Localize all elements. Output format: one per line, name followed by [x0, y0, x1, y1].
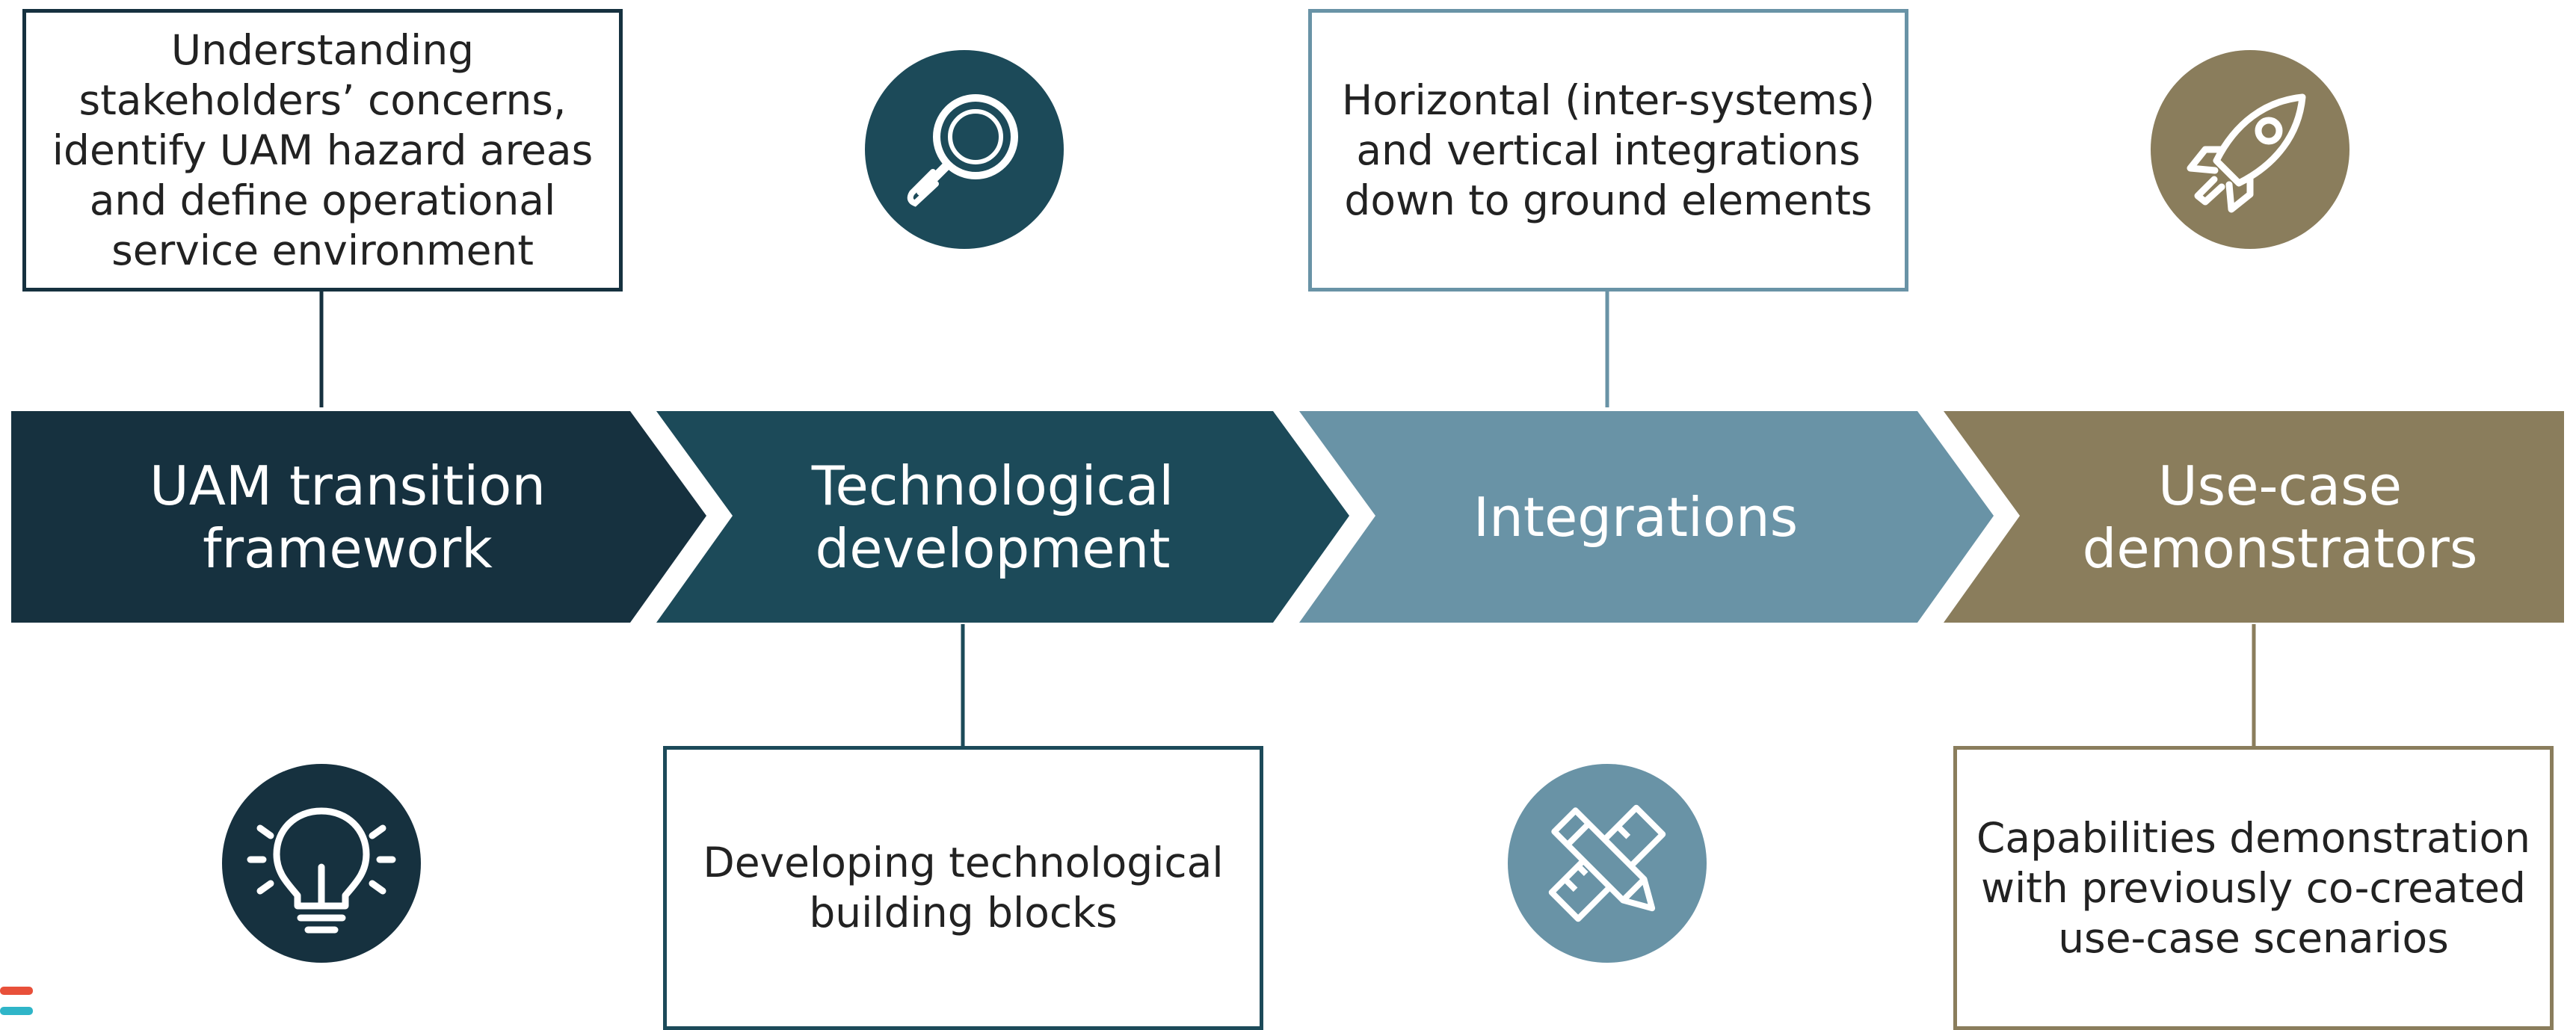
stage-arrow-3	[1299, 411, 1994, 623]
stage-arrow-2	[656, 411, 1349, 623]
note-text-3: Horizontal (inter-systems) and vertical …	[1341, 75, 1876, 224]
stage-label-4: Use-case demonstrators	[2082, 454, 2478, 580]
corner-mark-red	[0, 987, 33, 995]
note-text-2: Developing technological building blocks	[703, 839, 1224, 937]
stage-label-3: Integrations	[1473, 485, 1799, 549]
stage-arrow-1	[11, 411, 706, 623]
rocket-icon	[2187, 93, 2306, 213]
stage-label-2: Technological development	[811, 454, 1174, 580]
note-box-1: Understanding stakeholders’ concerns, id…	[22, 9, 623, 292]
icon-circle-2	[865, 50, 1064, 249]
note-text-4: Capabilities demonstration with previous…	[1976, 813, 2531, 962]
pencil-ruler-icon	[1548, 804, 1666, 922]
corner-mark-blue	[0, 1007, 33, 1015]
stage-arrow-4	[1944, 411, 2564, 623]
magnifier-icon	[907, 94, 1018, 207]
note-box-2: Developing technological building blocks	[663, 746, 1263, 1030]
icon-circle-1	[222, 764, 421, 963]
note-box-4: Capabilities demonstration with previous…	[1953, 746, 2554, 1030]
note-text-1: Understanding stakeholders’ concerns, id…	[52, 25, 594, 274]
stage-label-1: UAM transition framework	[150, 454, 546, 580]
icon-circle-4	[2151, 50, 2349, 249]
note-box-3: Horizontal (inter-systems) and vertical …	[1308, 9, 1908, 292]
lightbulb-icon	[247, 807, 396, 934]
